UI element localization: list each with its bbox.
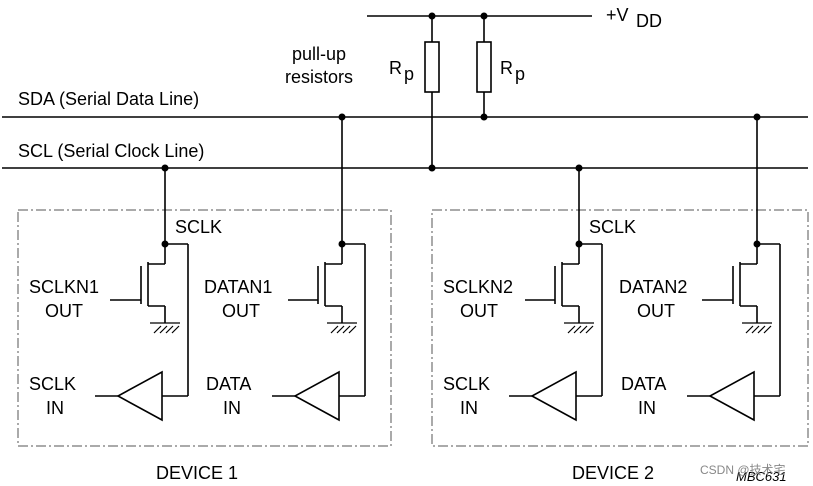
pullup-note-line2: resistors: [285, 67, 353, 87]
device1-data-in-l1: DATA: [206, 374, 251, 394]
pullup-note-line1: pull-up: [292, 44, 346, 64]
device-2: [431, 117, 809, 447]
scl-line: [2, 164, 808, 172]
sda-line: [2, 113, 808, 121]
device1-clk-in-l1: SCLK: [29, 374, 76, 394]
device2-data-out-l1: DATAN2: [619, 277, 687, 297]
device1-name: DEVICE 1: [156, 463, 238, 483]
data-transistor-1: [288, 244, 357, 334]
watermark: CSDN @技术宅: [700, 462, 786, 477]
scl-label: SCL (Serial Clock Line): [18, 141, 204, 161]
rp2-label: R: [500, 58, 513, 78]
device1-data-out-l1: DATAN1: [204, 277, 272, 297]
rp2-subscript: p: [515, 64, 525, 84]
device-1: [17, 117, 392, 447]
rp1-subscript: p: [404, 64, 414, 84]
device2-sclk-label: SCLK: [589, 217, 636, 237]
clock-transistor-1: [110, 244, 180, 334]
rp1-label: R: [389, 58, 402, 78]
device2-data-out-l2: OUT: [637, 301, 675, 321]
device1-sclk-label: SCLK: [175, 217, 222, 237]
data-transistor-2: [702, 244, 772, 334]
clock-transistor-2: [525, 244, 594, 334]
device1-clk-in-l2: IN: [46, 398, 64, 418]
pullup-resistor-2: [476, 16, 492, 117]
data-input-buffer-2: [687, 370, 755, 422]
device1-data-in-l2: IN: [223, 398, 241, 418]
figure-code: MBC631: [736, 469, 787, 484]
device2-data-in-l1: DATA: [621, 374, 666, 394]
device1-data-out-l2: OUT: [222, 301, 260, 321]
device1-clk-out-l1: SCLKN1: [29, 277, 99, 297]
vdd-label: +V: [606, 5, 629, 25]
device2-clk-out-l1: SCLKN2: [443, 277, 513, 297]
device2-clk-out-l2: OUT: [460, 301, 498, 321]
sda-label: SDA (Serial Data Line): [18, 89, 199, 109]
vdd-subscript: DD: [636, 11, 662, 31]
clock-input-buffer-2: [509, 370, 577, 422]
device2-clk-in-l1: SCLK: [443, 374, 490, 394]
device2-data-in-l2: IN: [638, 398, 656, 418]
clock-input-buffer-1: [95, 370, 163, 422]
pullup-resistor-1: [424, 16, 440, 168]
device2-name: DEVICE 2: [572, 463, 654, 483]
data-input-buffer-1: [272, 370, 340, 422]
supply-rail: [367, 12, 592, 20]
device1-clk-out-l2: OUT: [45, 301, 83, 321]
device2-clk-in-l2: IN: [460, 398, 478, 418]
